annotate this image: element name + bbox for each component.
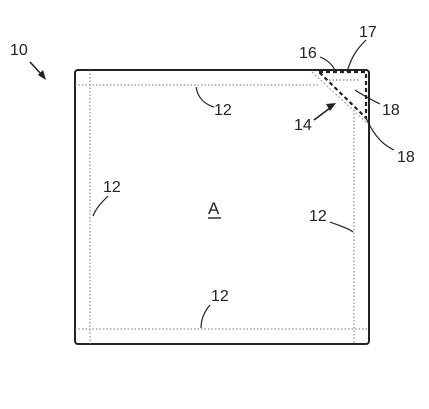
leader-seam-bottom — [200, 304, 211, 329]
arrow-device — [29, 61, 46, 80]
leader-flap-edge — [319, 56, 337, 74]
leader-seam-right — [329, 221, 354, 233]
label-flap-tip: 17 — [359, 24, 377, 41]
arrow-device-head — [38, 70, 46, 80]
arrow-corner-head — [326, 103, 336, 111]
flap-triangle — [316, 70, 368, 121]
leader-fold-upper — [354, 89, 381, 105]
leader-seam-left — [92, 195, 109, 217]
label-fold-upper: 18 — [382, 102, 400, 119]
label-device: 10 — [10, 42, 28, 59]
label-seam-right: 12 — [309, 208, 327, 225]
arrow-corner — [313, 103, 336, 121]
leader-lines — [92, 39, 395, 329]
inner-seam-lines — [75, 70, 369, 344]
leader-fold-lower — [365, 117, 395, 151]
flap-fold-line — [311, 71, 369, 125]
label-panel: A — [208, 199, 220, 218]
label-seam-left: 12 — [103, 179, 121, 196]
panel-outline — [74, 69, 370, 345]
label-flap-edge: 16 — [299, 45, 317, 62]
label-seam-top: 12 — [214, 102, 232, 119]
leader-seam-top — [195, 86, 215, 108]
leader-flap-tip — [346, 39, 367, 73]
corner-flap — [311, 70, 369, 125]
label-fold-lower: 18 — [397, 149, 415, 166]
label-seam-bottom: 12 — [211, 288, 229, 305]
label-corner-arrow: 14 — [294, 117, 312, 134]
